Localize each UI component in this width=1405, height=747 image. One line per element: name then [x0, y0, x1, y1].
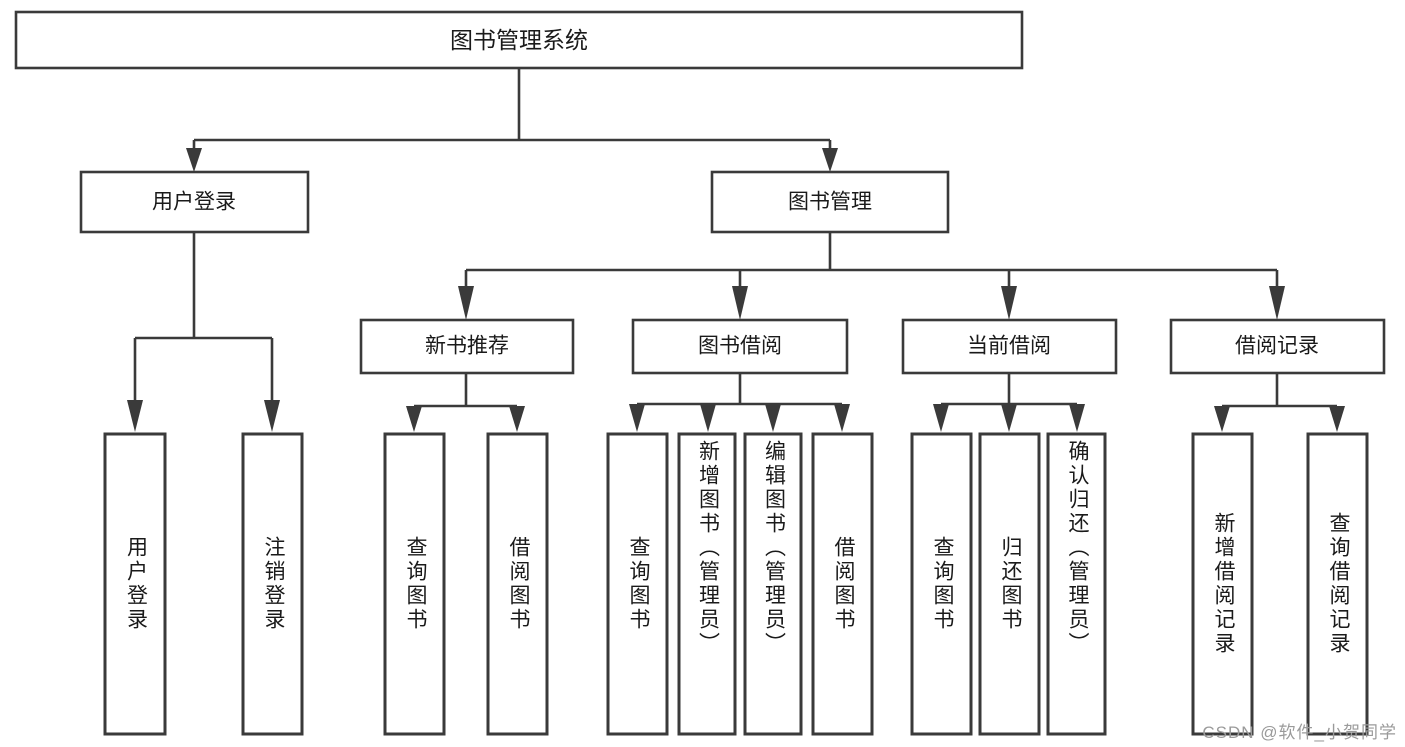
- node-book-manage-label: 图书管理: [788, 191, 872, 214]
- node-book-borrow-box[interactable]: [631, 318, 849, 375]
- node-leaf-cur-confirm-box[interactable]: [1046, 432, 1107, 736]
- node-root[interactable]: 图书管理系统: [14, 10, 1024, 70]
- node-book-borrow-label: 图书借阅: [698, 335, 782, 358]
- arrow-head-leaf-user-logout: [264, 400, 280, 432]
- node-user-login-label: 用户登录: [152, 191, 236, 214]
- node-borrow-record-label: 借阅记录: [1235, 335, 1319, 358]
- node-root-box[interactable]: [14, 10, 1024, 70]
- node-new-book-rec[interactable]: 新书推荐: [359, 318, 575, 375]
- node-user-login[interactable]: 用户登录: [79, 170, 310, 234]
- node-current-borrow[interactable]: 当前借阅: [901, 318, 1118, 375]
- node-leaf-rec-borrow-box[interactable]: [486, 432, 549, 736]
- arrow-head-leaf-cur-query: [933, 404, 949, 432]
- connector-group-book-manage: [458, 232, 1285, 320]
- node-new-book-rec-box[interactable]: [359, 318, 575, 375]
- node-leaf-rec-add-box[interactable]: [1191, 432, 1254, 736]
- arrow-head-user-login: [186, 148, 202, 172]
- arrow-head-leaf-cur-confirm: [1069, 404, 1085, 432]
- node-leaf-rec-query-box[interactable]: [383, 432, 446, 736]
- arrow-head-borrow-record: [1269, 286, 1285, 320]
- arrow-head-leaf-user-login: [127, 400, 143, 432]
- node-new-book-rec-label: 新书推荐: [425, 335, 509, 358]
- arrow-head-book-manage: [822, 148, 838, 172]
- connector-group-user-login: [127, 232, 280, 432]
- node-leaf-borrow-edit-box[interactable]: [743, 432, 803, 736]
- arrow-head-leaf-borrow-lend: [834, 404, 850, 432]
- node-leaf-cur-return-box[interactable]: [978, 432, 1041, 736]
- node-leaf-borrow-query-box[interactable]: [606, 432, 669, 736]
- arrow-head-book-borrow: [732, 286, 748, 320]
- node-root-label: 图书管理系统: [450, 27, 588, 53]
- node-leaf-user-login-box[interactable]: [103, 432, 167, 736]
- node-user-login-box[interactable]: [79, 170, 310, 234]
- connector-group-new-book-rec: [406, 373, 525, 432]
- node-leaf-cur-query-box[interactable]: [910, 432, 973, 736]
- node-book-manage-box[interactable]: [710, 170, 950, 234]
- node-book-borrow[interactable]: 图书借阅: [631, 318, 849, 375]
- arrow-head-leaf-borrow-add: [700, 404, 716, 432]
- node-leaf-user-logout-box[interactable]: [241, 432, 304, 736]
- node-book-manage[interactable]: 图书管理: [710, 170, 950, 234]
- connector-group-current-borrow: [933, 373, 1085, 432]
- node-current-borrow-box[interactable]: [901, 318, 1118, 375]
- node-borrow-record-box[interactable]: [1169, 318, 1386, 375]
- node-current-borrow-label: 当前借阅: [967, 335, 1051, 358]
- arrow-head-leaf-borrow-query: [629, 404, 645, 432]
- arrow-head-leaf-cur-return: [1001, 404, 1017, 432]
- connector-group-borrow-record: [1214, 373, 1345, 432]
- arrow-head-leaf-rec-search: [1329, 406, 1345, 432]
- watermark-text: CSDN @软件_小贺同学: [1202, 723, 1397, 742]
- node-borrow-record[interactable]: 借阅记录: [1169, 318, 1386, 375]
- node-leaf-borrow-lend-box[interactable]: [811, 432, 874, 736]
- arrow-head-leaf-borrow-edit: [765, 404, 781, 432]
- arrow-head-leaf-rec-query: [406, 406, 422, 432]
- arrow-head-leaf-rec-add: [1214, 406, 1230, 432]
- arrow-head-current-borrow: [1001, 286, 1017, 320]
- node-leaf-borrow-add-box[interactable]: [677, 432, 737, 736]
- node-leaf-rec-search-box[interactable]: [1306, 432, 1369, 736]
- connector-group-book-borrow: [629, 373, 850, 432]
- arrow-head-leaf-rec-borrow: [509, 406, 525, 432]
- connector-group-root: [186, 68, 838, 172]
- arrow-head-new-book-rec: [458, 286, 474, 320]
